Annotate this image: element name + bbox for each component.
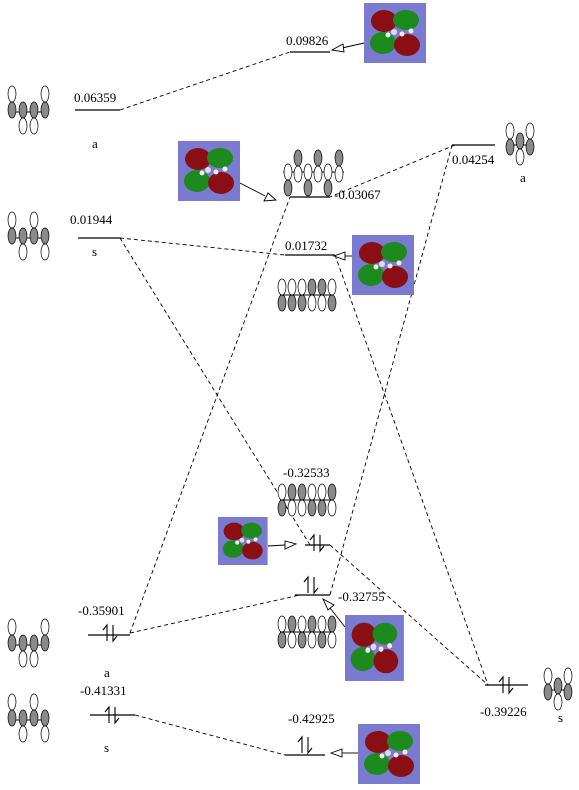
- mo-image: [358, 724, 420, 784]
- electron-pair: [297, 736, 313, 754]
- level-label: -0.32755: [338, 589, 385, 604]
- level-label: -0.35901: [78, 603, 125, 618]
- level-label: -0.42925: [288, 711, 335, 726]
- mo-image: [352, 235, 414, 295]
- level-label: 0.09826: [286, 33, 329, 48]
- center-levels: 0.09826 -0.03067 0.01732 -0.32533 -0.327…: [283, 33, 385, 756]
- pointer-arrows: [239, 42, 365, 758]
- level-label: -0.32533: [283, 465, 330, 480]
- symmetry-label: s: [92, 244, 97, 259]
- level-label: 0.06359: [74, 90, 116, 105]
- level-label: 0.01732: [285, 238, 327, 253]
- symmetry-label: s: [104, 740, 109, 755]
- mo-images: [178, 3, 426, 784]
- symmetry-label: s: [558, 710, 563, 725]
- mo-image: [364, 3, 426, 63]
- electron-pair: [102, 624, 118, 642]
- symmetry-label: a: [92, 136, 98, 151]
- mo-image: [178, 141, 240, 201]
- left-levels: 0.06359 a 0.01944 s -0.35901 a -0.41331 …: [70, 90, 135, 755]
- level-label: -0.41331: [80, 683, 127, 698]
- symmetry-label: a: [520, 170, 526, 185]
- level-label: 0.01944: [70, 212, 113, 227]
- left-orbital-sketches: [7, 85, 50, 743]
- electron-pair: [309, 534, 325, 552]
- level-label: -0.03067: [334, 187, 381, 202]
- right-orbital-sketches: [505, 122, 573, 711]
- symmetry-label: a: [104, 665, 110, 680]
- mo-image: [218, 517, 268, 565]
- correlation-lines: [119, 51, 489, 756]
- right-levels: 0.04254 a -0.39226 s: [452, 144, 563, 725]
- level-label: -0.39226: [480, 704, 527, 719]
- center-orbital-sketches: [277, 149, 344, 649]
- electron-pair: [303, 576, 319, 594]
- mo-image: [345, 615, 404, 681]
- level-label: 0.04254: [452, 152, 495, 167]
